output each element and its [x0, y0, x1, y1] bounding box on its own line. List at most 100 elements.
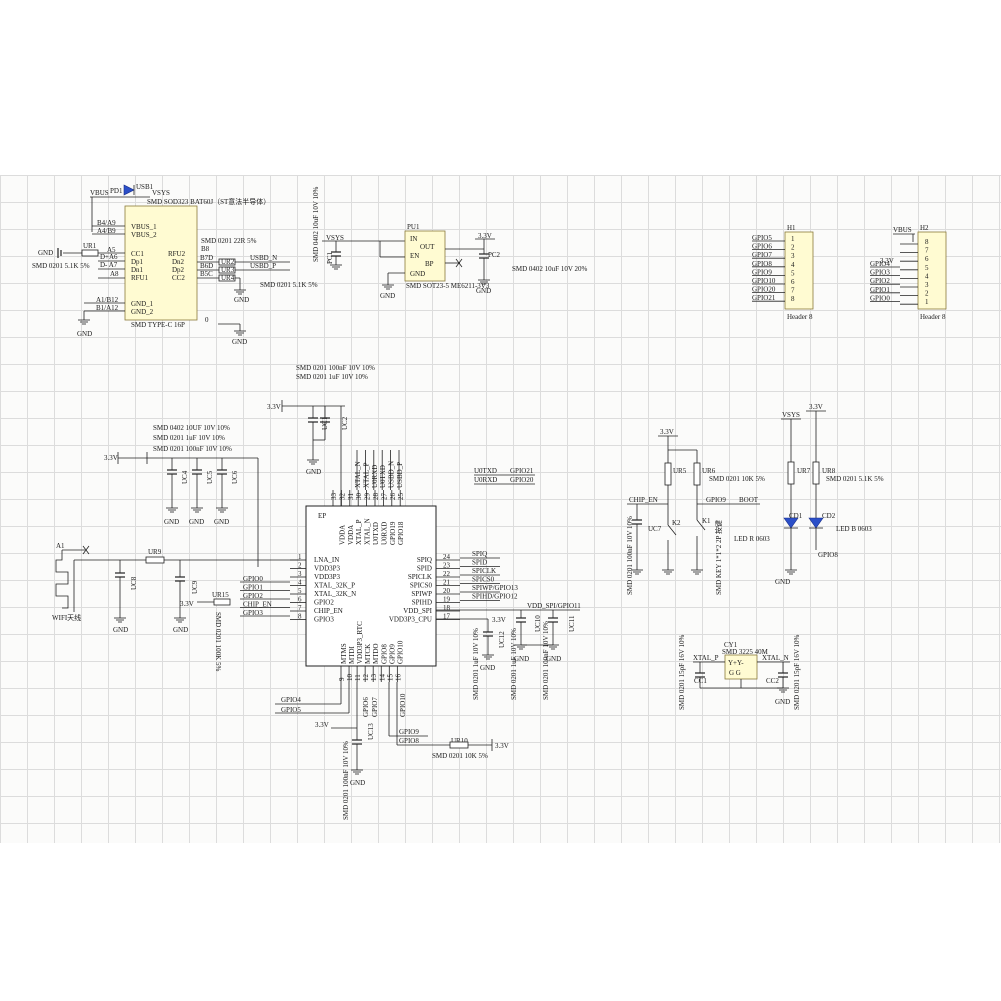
ur7-ref: UR7 — [797, 467, 811, 475]
ur8-description: SMD 0201 5.1K 5% — [826, 475, 884, 483]
h1-net-label: GPIO9 — [752, 268, 772, 276]
chip-ep: EP — [318, 512, 326, 520]
uc4-ref: UC4 — [181, 470, 189, 484]
chip-right-pin-number: 21 — [443, 579, 451, 587]
uc7-ref: UC7 — [648, 525, 662, 533]
decoup-desc3: SMD 0402 10UF 10V 10% — [153, 424, 230, 432]
pin-b4a9: B4/A9 — [97, 219, 116, 227]
pin-a1b12: A1/B12 — [96, 296, 119, 304]
antenna-trace — [55, 550, 69, 609]
chip-top-pin-number: 33 — [330, 493, 338, 501]
chip-right-net-label: SPIWP/GPIO13 — [472, 584, 518, 592]
zero-label: 0 — [205, 316, 209, 324]
gpio8-net: GPIO8 — [399, 737, 419, 745]
chip-bottom-pin-number: 16 — [394, 674, 402, 682]
uc10-description: SMD 0201 1uF 10V 10% — [510, 628, 518, 700]
chip-left-pins: 12345678LNA_INVDD3P3VDD3P3XTAL_32K_PXTAL… — [240, 553, 356, 624]
gnd-label-a: GND — [234, 296, 249, 304]
pin-b7: B7D — [200, 254, 213, 262]
led-gnd: GND — [775, 578, 790, 586]
pc2-ref: PC2 — [488, 251, 501, 259]
ldo-gnd-pin: GND — [410, 270, 425, 278]
chip-top-pin-name: GPIO18 — [397, 521, 405, 545]
gpio5-net: GPIO5 — [281, 706, 301, 714]
h1-pin-number: 1 — [791, 235, 795, 243]
ur6-ref: UR6 — [702, 467, 716, 475]
chip-top-pin-name: VDDA — [338, 525, 346, 545]
uc8-ref: UC8 — [130, 576, 138, 590]
pin-b6: B6D — [200, 262, 213, 270]
decoup-gnd-d: GND — [214, 518, 229, 526]
chip-left-net-label: GPIO3 — [243, 609, 263, 617]
chip-left-pin-number: 6 — [298, 596, 302, 604]
chip-top-net-label: XTAL_N — [354, 461, 362, 488]
chip-bottom-pin-number: 9 — [338, 677, 346, 681]
pd1-diode-symbol — [123, 184, 135, 196]
k2-ref: K2 — [672, 519, 681, 527]
chip-en-net: CHIP_EN — [629, 496, 658, 504]
chip-top-net-label: U0TXD — [379, 465, 387, 488]
decoup-gnd-a: GND — [306, 468, 321, 476]
ldo-description: SMD SOT23-5 ME6211-3V3 — [406, 282, 490, 290]
h1-net-label: GPIO8 — [752, 260, 772, 268]
cc2-description: SMD 0201 15pF 16V 10% — [793, 635, 801, 710]
antenna-section: A1 WIFI天线 UR9 UC8 GND UC9 GND — [52, 542, 300, 634]
crystal-gnd: GND — [775, 698, 790, 706]
chip-left-pin-name: XTAL_32K_P — [314, 582, 355, 590]
chip-left-net-label: CHIP_EN — [243, 601, 272, 609]
ur4-ref: UR4 — [221, 274, 235, 282]
h2-name: Header 8 — [920, 313, 946, 321]
chip-left-pin-name: GPIO2 — [314, 599, 334, 607]
pin-a6: D+A6 — [100, 253, 118, 261]
pin-a5: A5 — [107, 246, 116, 254]
decoup-v33-label: 3.3V — [267, 403, 281, 411]
pc1-description: SMD 0402 10uF 10V 10% — [312, 187, 320, 262]
ur1-ref: UR1 — [83, 242, 97, 250]
xtal-n-net: XTAL_N — [762, 654, 789, 662]
gpio7-net: GPIO7 — [371, 697, 379, 717]
uc11-ref: UC11 — [568, 615, 576, 632]
ur6-description: SMD 0201 10K 5% — [709, 475, 765, 483]
cc1-description: SMD 0201 15pF 16V 10% — [678, 635, 686, 710]
chip-right-pin-name: SPIWP — [411, 590, 432, 598]
chip-right-pin-name: SPID — [417, 565, 432, 573]
chip-right-pin-number: 24 — [443, 553, 451, 561]
key-description: SMD KEY 1*1*2 2P 按键 — [714, 520, 723, 595]
h1-net-label: GPIO6 — [752, 243, 772, 251]
chip-bottom-pin-number: 11 — [354, 674, 362, 681]
chip-left-pin-name: GPIO3 — [314, 616, 334, 624]
k1-ref: K1 — [702, 517, 711, 525]
h2-net-label: GPIO0 — [870, 294, 890, 302]
gpio10-net: GPIO10 — [399, 693, 407, 717]
crystal-y-pins: Y+Y- — [728, 659, 744, 667]
pin-b8: B8 — [201, 245, 210, 253]
h1-pin-number: 7 — [791, 287, 795, 295]
header-h1: H1 GPIO5GPIO6GPIO7GPIO8GPIO9GPIO10GPIO20… — [752, 224, 814, 321]
gpio9-net: GPIO9 — [399, 728, 419, 736]
h1-net-label: GPIO10 — [752, 277, 776, 285]
chip-right-pin-name: VDD3P3_CPU — [389, 616, 432, 624]
chip-bottom-pin-name: VDD3P3_RTC — [356, 621, 364, 664]
decoup-gnd-c: GND — [189, 518, 204, 526]
antenna-ref: A1 — [56, 542, 65, 550]
chip-right-pins: 2423222120191817SPIQSPIDSPICLKSPICS0SPIW… — [389, 550, 519, 624]
ldo-gnd-a: GND — [380, 292, 395, 300]
usb1-ref: USB1 — [136, 183, 154, 191]
h2-net-label: GPIO1 — [870, 286, 890, 294]
uc10-ref: UC10 — [534, 615, 542, 632]
vdd-spi-net: VDD_SPI/GPIO11 — [527, 602, 581, 610]
esp-chip-body — [305, 505, 437, 667]
ur9-ref: UR9 — [148, 548, 162, 556]
chip-bottom-pin-name: GPIO10 — [396, 640, 404, 664]
type-c-description: SMD TYPE-C 16P — [131, 321, 185, 329]
chip-bottom-pin-number: 12 — [362, 674, 370, 682]
gnd2-pin: GND_2 — [131, 308, 154, 316]
gnd-symbols-keys — [631, 569, 703, 575]
h2-pin-number: 3 — [925, 281, 929, 289]
chip-top-pin-number: 30 — [355, 493, 363, 501]
ant-gnd-a: GND — [113, 626, 128, 634]
dp2-pin: Dp2 — [172, 266, 185, 274]
uc12-ref: UC12 — [498, 631, 506, 648]
